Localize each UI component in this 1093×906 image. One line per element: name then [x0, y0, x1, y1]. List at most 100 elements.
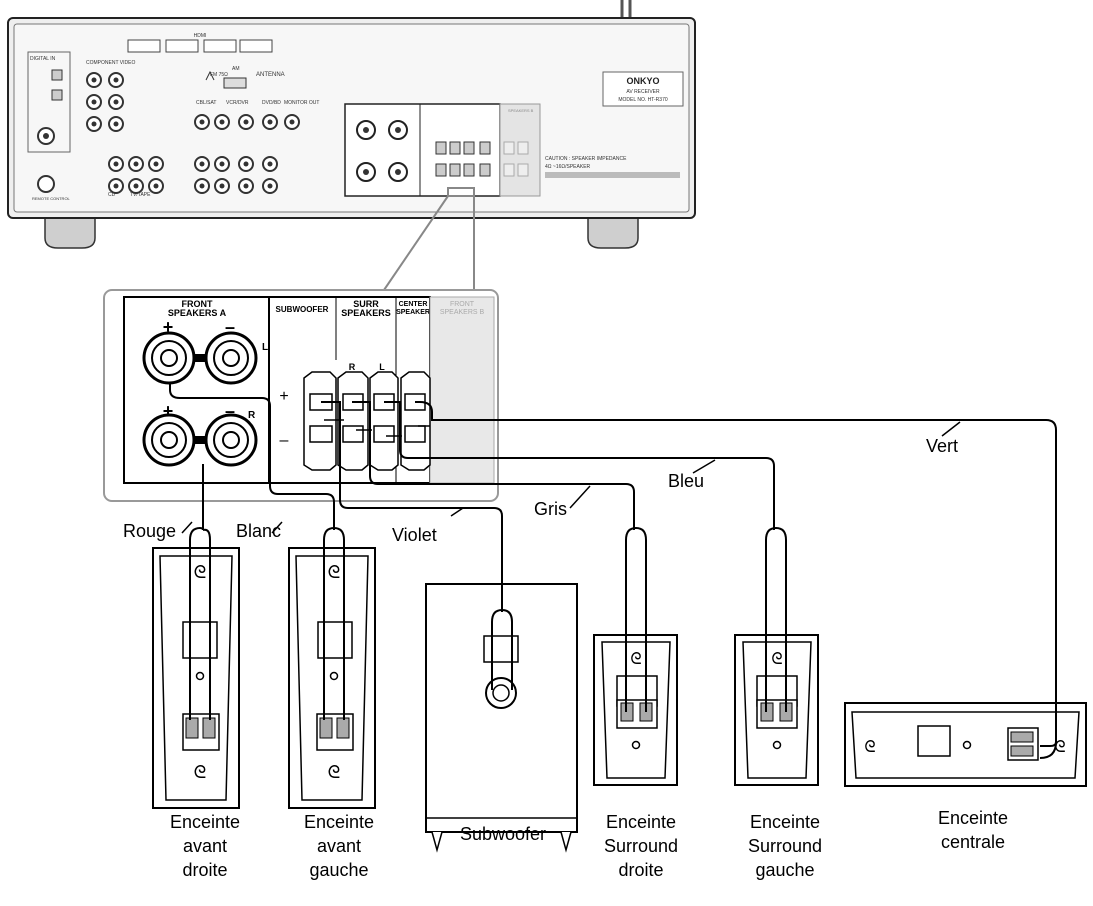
caption-center-line1: Enceinte: [937, 808, 1009, 828]
remote-control-label: REMOTE CONTROL: [32, 196, 71, 201]
surround-right-speaker: ᘓ: [593, 634, 678, 786]
dvd-bd-label: DVD/BD: [262, 100, 281, 106]
front-a-subtitle: SPEAKERS A: [168, 308, 227, 318]
center-subtitle: SPEAKER: [396, 309, 430, 316]
subwoofer-speaker: [425, 583, 578, 853]
hdmi-label: HDMI: [194, 33, 207, 39]
cable-bleu: [384, 401, 787, 712]
label-leaders: [181, 421, 961, 534]
cable-rouge: [189, 464, 211, 720]
receiver-model: MODEL NO. HT-R370: [618, 97, 667, 103]
caption-front-left-line3: gauche: [309, 860, 369, 880]
center-speaker: ᘓ ᘓ: [844, 702, 1087, 787]
caption-front-right-line3: droite: [182, 860, 228, 880]
front-a-r-plus: +: [163, 401, 174, 421]
caption-front-left: Enceinte avant gauche: [284, 810, 394, 882]
caption-surround-left-line1: Enceinte: [749, 812, 821, 832]
surr-subtitle: SPEAKERS: [341, 308, 391, 318]
surround-left-speaker: ᘓ: [734, 634, 819, 786]
component-video-label: COMPONENT VIDEO: [86, 60, 135, 66]
binding-post-l-minus: [204, 331, 258, 385]
caption-center-line2: centrale: [940, 832, 1006, 852]
surround-right-terminal: [337, 371, 369, 471]
caption-subwoofer: Subwoofer: [448, 822, 558, 846]
speaker-cables: [169, 382, 1057, 759]
wire-label-violet: Violet: [392, 525, 437, 545]
front-a-r-minus: –: [225, 401, 235, 421]
front-right-speaker: ᘓ ᘓ: [152, 547, 240, 809]
wire-label-blanc: Blanc: [236, 521, 282, 541]
cable-gris: [352, 401, 647, 712]
caption-surround-right: Enceinte Surround droite: [586, 810, 696, 882]
caption-front-left-line1: Enceinte: [303, 812, 375, 832]
svg-text:ᘓ: ᘓ: [1054, 739, 1065, 756]
binding-post-r-plus: [142, 413, 196, 467]
front-b-title: FRONT: [450, 301, 475, 308]
svg-text:ᘓ: ᘓ: [864, 739, 875, 756]
caption-front-right: Enceinte avant droite: [150, 810, 260, 882]
front-a-l-minus: –: [225, 317, 235, 337]
component-video-jacks: COMPONENT VIDEO: [86, 60, 135, 66]
cable-vert: [415, 401, 1057, 759]
subwoofer-terminal: [303, 371, 337, 471]
zoom-callout: [383, 187, 475, 291]
wire-label-bleu: Bleu: [668, 471, 705, 491]
terminal-plus-sign: +: [279, 388, 288, 405]
antenna-label: ANTENNA: [256, 72, 285, 78]
cd-label: CD: [108, 192, 116, 198]
caption-surround-right-line3: droite: [618, 860, 664, 880]
monitor-out-label: MONITOR OUT: [284, 100, 319, 106]
caption-surround-left: Enceinte Surround gauche: [730, 810, 840, 882]
wire-label-rouge: Rouge: [123, 521, 177, 541]
cable-blanc: [169, 382, 345, 720]
am-label: AM: [232, 66, 240, 72]
fm-label: FM 75Ω: [210, 72, 228, 78]
cbl-sat-label: CBL/SAT: [196, 100, 216, 106]
receiver: HDMI DIGITAL IN COMPONENT VIDEO FM 75Ω A…: [7, 0, 696, 249]
surr-r-marker: R: [349, 362, 356, 372]
surround-left-terminal: [369, 371, 399, 471]
front-b-mini-label: SPEAKERS B: [508, 108, 534, 113]
caution-line1: CAUTION : SPEAKER IMPEDANCE: [545, 156, 627, 162]
surr-title: SURR: [353, 299, 379, 309]
binding-post-l-plus: [142, 331, 196, 385]
svg-text:ᘓ: ᘓ: [328, 762, 341, 782]
front-a-right-marker: R: [248, 410, 256, 421]
wire-label-gris: Gris: [534, 499, 567, 519]
front-a-title: FRONT: [182, 299, 213, 309]
svg-text:ᘓ: ᘓ: [328, 562, 341, 582]
svg-text:ᘓ: ᘓ: [194, 562, 207, 582]
caution-line2: 4Ω ~16Ω/SPEAKER: [545, 164, 591, 170]
center-terminal: [400, 371, 431, 471]
front-a-l-plus: +: [163, 317, 174, 337]
front-b-subtitle: SPEAKERS B: [440, 309, 485, 316]
caption-front-right-line2: avant: [182, 836, 228, 856]
caption-surround-left-line3: gauche: [755, 860, 815, 880]
svg-text:ᘓ: ᘓ: [194, 762, 207, 782]
caption-subwoofer-line1: Subwoofer: [459, 824, 547, 844]
subwoofer-header: SUBWOOFER: [276, 305, 329, 314]
svg-text:ᘓ: ᘓ: [771, 651, 782, 668]
caption-surround-right-line2: Surround: [603, 836, 679, 856]
brand-logo: ONKYO: [626, 76, 659, 86]
caption-front-right-line1: Enceinte: [169, 812, 241, 832]
caption-surround-right-line1: Enceinte: [605, 812, 677, 832]
center-title: CENTER: [399, 301, 428, 308]
caption-front-left-line2: avant: [316, 836, 362, 856]
speaker-terminal-panel: FRONT SPEAKERS A SUBWOOFER SURR SPEAKERS…: [103, 289, 499, 502]
front-a-left-marker: L: [262, 342, 268, 353]
svg-text:ᘓ: ᘓ: [630, 651, 641, 668]
wire-label-vert: Vert: [926, 436, 959, 456]
digital-in-label: DIGITAL IN: [30, 56, 56, 62]
tv-tape-label: TV/TAPE: [130, 192, 151, 198]
surr-l-marker: L: [379, 362, 385, 372]
caption-surround-left-line2: Surround: [747, 836, 823, 856]
caption-center: Enceinte centrale: [918, 806, 1028, 854]
cable-violet: [321, 401, 513, 690]
front-left-speaker: ᘓ ᘓ: [288, 547, 376, 809]
binding-post-r-minus: [204, 413, 258, 467]
vcr-dvr-label: VCR/DVR: [226, 100, 249, 106]
terminal-minus-sign: –: [280, 432, 289, 449]
